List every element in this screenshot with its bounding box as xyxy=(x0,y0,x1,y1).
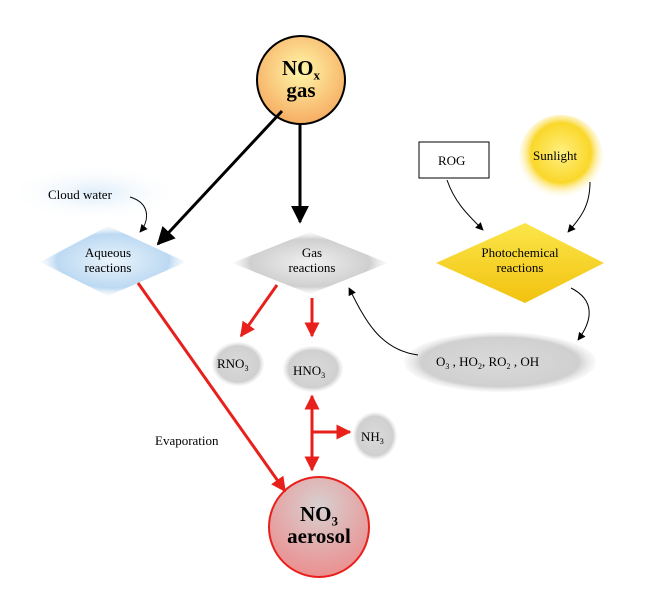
arrow-photochem-to-oxidants xyxy=(570,287,590,341)
sunlight-circle xyxy=(519,115,603,199)
ox-ho: , HO xyxy=(449,354,478,369)
aqueous-line1: Aqueous xyxy=(84,245,132,260)
gas-reactions-label: Gas reactions xyxy=(252,245,372,276)
photochemical-reactions-diamond xyxy=(436,223,604,303)
aqueous-reactions-label: Aqueous reactions xyxy=(48,245,168,276)
aqueous-line2: reactions xyxy=(84,259,132,275)
no3-aerosol-label: NO3 aerosol xyxy=(269,503,369,547)
ox-o: O xyxy=(436,354,446,369)
rno3-smudge xyxy=(212,342,264,386)
gas-line1: Gas xyxy=(301,245,323,260)
hno3-label: HNO3 xyxy=(293,363,325,379)
ox-ro-sub: 2 xyxy=(506,361,511,371)
photochemical-reactions-label: Photochemical reactions xyxy=(455,245,585,276)
arrow-rog-to-photochem xyxy=(446,179,484,231)
no3-line2: aerosol xyxy=(287,524,351,549)
gas-line2: reactions xyxy=(288,259,336,275)
aqueous-reactions-diamond xyxy=(40,226,186,296)
photochem-line2: reactions xyxy=(496,259,544,275)
nh3-sub: 3 xyxy=(379,436,384,446)
arrow-aqueous-to-aerosol xyxy=(136,282,287,493)
evaporation-label: Evaporation xyxy=(155,433,219,448)
gas-reactions-diamond xyxy=(232,232,388,294)
arrow-oxidants-to-gas xyxy=(348,287,419,356)
ox-ro: , RO xyxy=(481,354,507,369)
nh3-label: NH3 xyxy=(361,429,384,445)
rog-label: ROG xyxy=(438,153,466,168)
nox-gas-label: NOx gas xyxy=(261,57,341,101)
rog-box xyxy=(418,141,490,179)
nox-main-text: NO xyxy=(281,56,314,80)
arrow-gas-to-rno3 xyxy=(239,284,279,338)
rno3-label: RNO3 xyxy=(217,356,248,372)
nox-line2-text: gas xyxy=(286,78,316,103)
no3-main: NO xyxy=(299,502,332,526)
ox-ho-sub: 2 xyxy=(477,361,482,371)
no3-sub: 3 xyxy=(331,513,338,529)
no3-aerosol-circle xyxy=(268,476,370,578)
ox-o-sub: 3 xyxy=(445,361,450,371)
nh3-main: NH xyxy=(361,429,380,444)
nh3-smudge xyxy=(353,412,397,460)
arrow-sunlight-to-photochem xyxy=(567,181,591,233)
oxidants-label: O3 , HO2, RO2 , OH xyxy=(436,354,539,370)
arrow-nox-to-aqueous xyxy=(156,109,284,246)
rno3-main: RNO xyxy=(217,356,245,371)
cloud-water-cloud xyxy=(15,167,175,219)
hno3-main: HNO xyxy=(293,363,322,378)
sunlight-label: Sunlight xyxy=(533,148,578,163)
hno3-sub: 3 xyxy=(321,370,326,380)
oxidants-cloud xyxy=(404,332,596,392)
ox-oh: , OH xyxy=(510,354,540,369)
arrow-cloud-to-aqueous xyxy=(129,196,148,233)
nox-sub-text: x xyxy=(313,67,320,83)
hno3-smudge xyxy=(283,346,343,392)
cloud-water-label: Cloud water xyxy=(48,187,112,202)
photochem-line1: Photochemical xyxy=(481,245,559,260)
rno3-sub: 3 xyxy=(244,363,249,373)
